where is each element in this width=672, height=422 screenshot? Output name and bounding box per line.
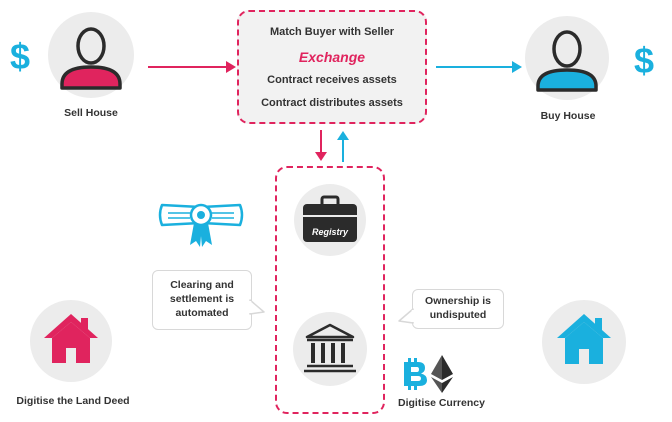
briefcase-icon	[303, 195, 357, 242]
buy-house-label: Buy House	[540, 110, 596, 122]
land-deed-circle	[30, 300, 112, 382]
bitcoin-icon	[404, 358, 427, 390]
bank-circle	[293, 312, 367, 386]
sell-arrow	[148, 61, 236, 73]
land-deed-label: Digitise the Land Deed	[16, 395, 130, 407]
person-icon	[60, 27, 122, 90]
clearing-bubble: Clearing and settlement is automated	[152, 270, 252, 330]
buyer-circle	[525, 16, 609, 100]
match-buyer-text: Match Buyer with Seller	[269, 26, 395, 38]
buyer-dollar-icon: $	[634, 40, 655, 81]
seller-circle	[48, 12, 134, 98]
down-arrow	[315, 130, 327, 161]
bank-icon	[304, 323, 356, 373]
buy-arrow	[436, 61, 522, 73]
registry-circle: Registry	[294, 184, 366, 256]
ownership-bubble-tail	[398, 308, 415, 324]
house-icon	[557, 314, 611, 364]
registry-label: Registry	[311, 227, 348, 237]
house-icon	[44, 314, 98, 363]
certificate-icon	[158, 203, 244, 247]
seller-dollar-icon: $	[10, 36, 31, 77]
contract-distributes-text: Contract distributes assets	[261, 97, 403, 109]
ownership-bubble: Ownership is undisputed	[412, 289, 504, 329]
buyer-house-circle	[542, 300, 626, 384]
ethereum-icon	[431, 355, 453, 393]
registry-column	[275, 166, 385, 414]
exchange-box: Match Buyer with Seller Exchange Contrac…	[237, 10, 427, 124]
clearing-bubble-tail	[248, 299, 265, 315]
exchange-title: Exchange	[298, 49, 366, 65]
currency-label: Digitise Currency	[398, 397, 485, 409]
contract-receives-text: Contract receives assets	[267, 74, 397, 86]
person-icon	[536, 30, 598, 92]
sell-house-label: Sell House	[64, 107, 118, 119]
up-arrow	[337, 131, 349, 162]
